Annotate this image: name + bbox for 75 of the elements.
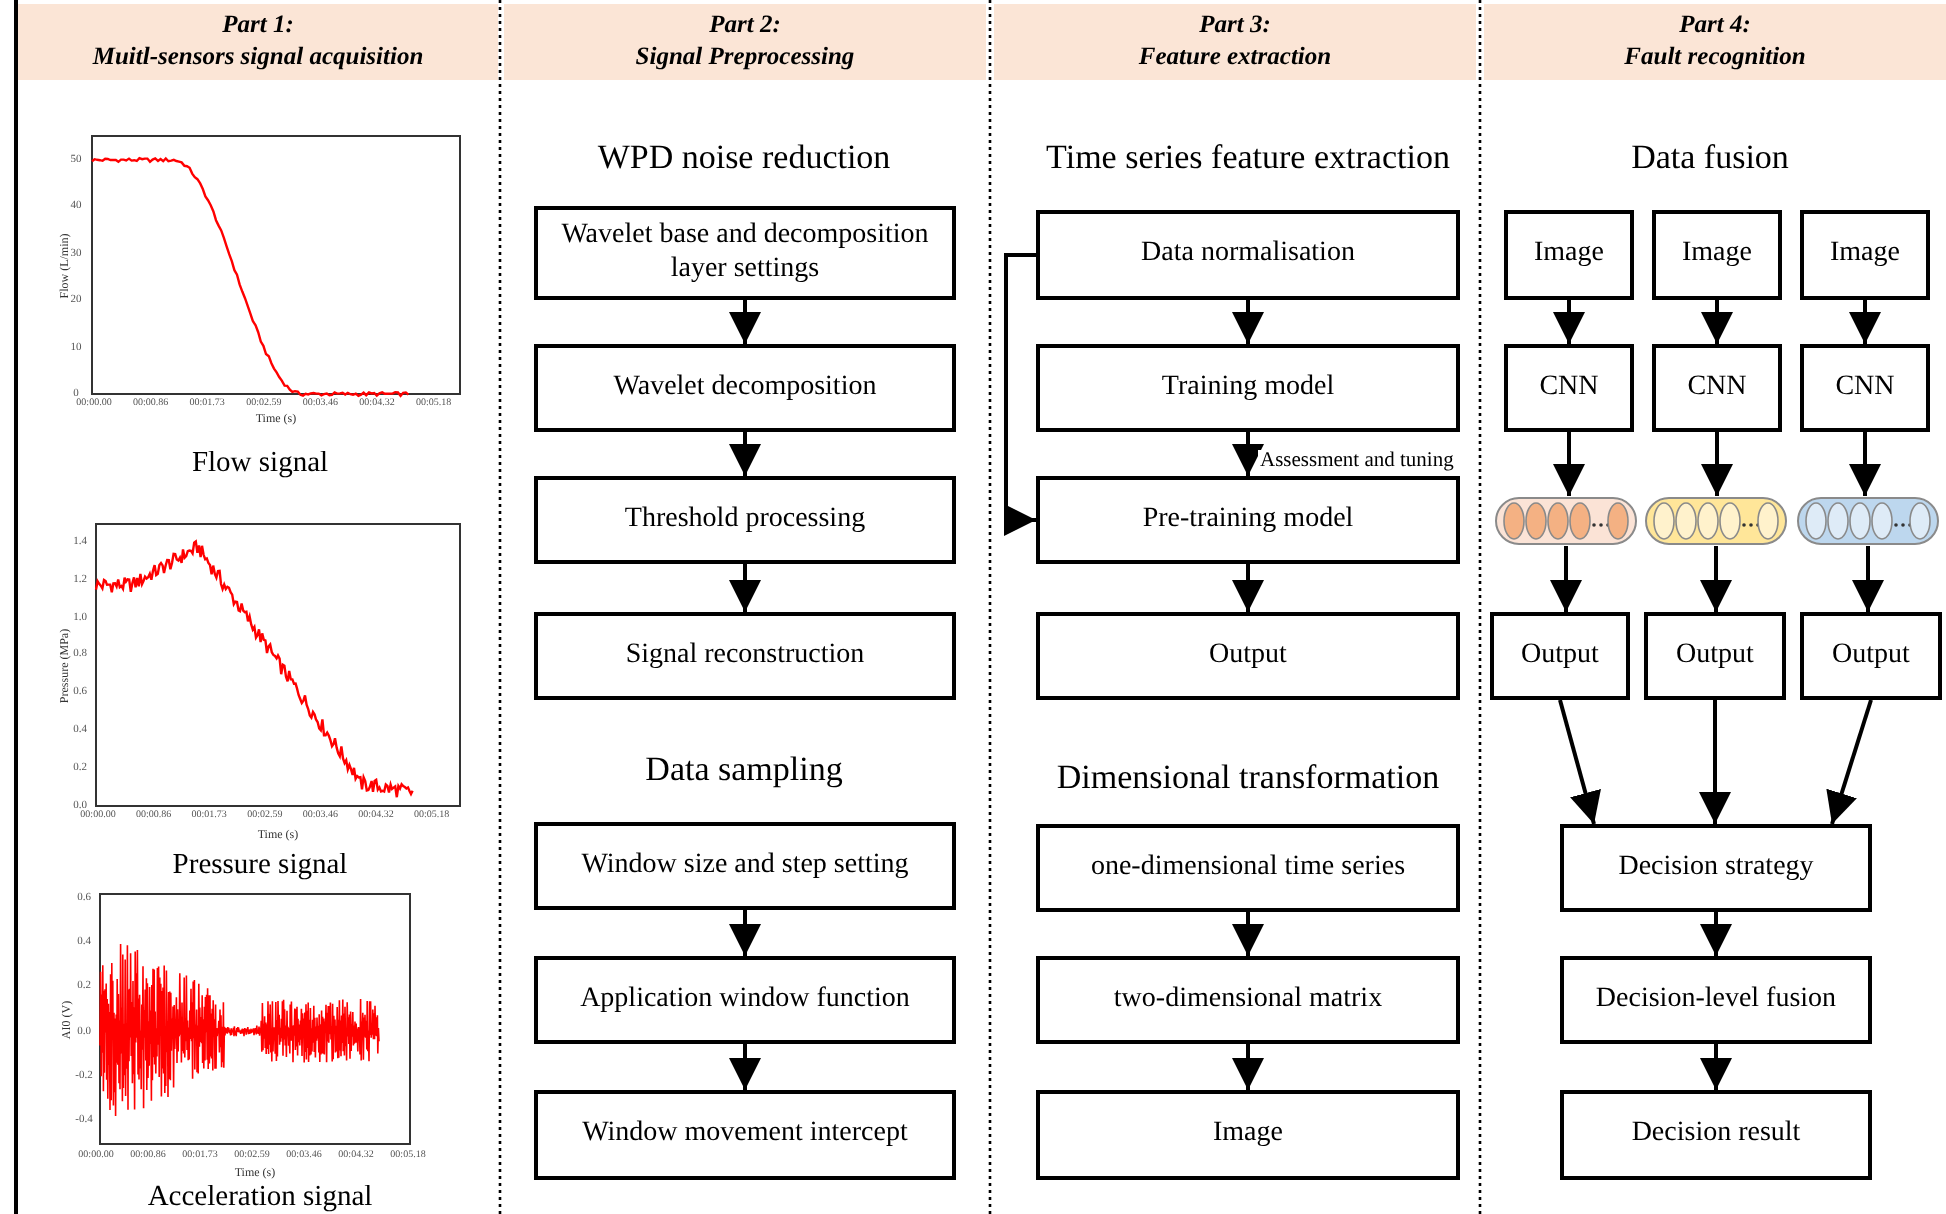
arrow [1701,432,1733,496]
arrow [1849,432,1881,496]
process-box: Threshold processing [534,476,956,564]
process-box: Data normalisation [1036,210,1460,300]
arrow [1849,300,1881,344]
process-box: Training model [1036,344,1460,432]
arrow [729,910,761,956]
arrow [1232,300,1264,344]
part-title: Feature extraction [1138,42,1332,74]
arrow [729,432,761,476]
process-box: Window size and step setting [534,822,956,910]
arrow [1004,253,1036,536]
arrow [1550,546,1582,612]
process-box: CNN [1652,344,1782,432]
process-box: Image [1652,210,1782,300]
header-band [18,4,498,80]
arrow [1700,1044,1732,1090]
section-title: Data sampling [645,750,843,790]
part-number: Part 3: [1199,10,1271,42]
edge-label: Assessment and tuning [1258,450,1456,472]
neuron-layer-icon [1796,496,1940,546]
process-box: Output [1800,612,1942,700]
process-box: CNN [1800,344,1930,432]
neuron-layer-icon [1644,496,1788,546]
arrow [1232,912,1264,956]
chart-caption: Flow signal [191,447,329,481]
neuron-layer-icon [1494,496,1638,546]
arrow [1852,546,1884,612]
arrow [729,300,761,344]
arrow [1232,564,1264,612]
part-title: Muitl-sensors signal acquisition [92,42,424,74]
process-box: Application window function [534,956,956,1044]
arrow [1700,912,1732,956]
process-box: Decision-level fusion [1560,956,1872,1044]
process-box: Image [1800,210,1930,300]
section-title: Time series feature extraction [1046,138,1450,178]
process-box: Wavelet decomposition [534,344,956,432]
process-box: Output [1490,612,1630,700]
part-number: Part 1: [222,10,294,42]
arrow [1700,546,1732,612]
process-box: Wavelet base and decomposition layer settings [534,206,956,300]
arrow [1553,300,1585,344]
arrow [1553,432,1585,496]
chart-caption: Pressure signal [172,849,348,883]
process-box: Decision strategy [1560,824,1872,912]
arrow [1699,700,1731,824]
process-box: two-dimensional matrix [1036,956,1460,1044]
process-box: Signal reconstruction [534,612,956,700]
section-title: Data fusion [1631,138,1789,178]
process-box: one-dimensional time series [1036,824,1460,912]
arrow [1701,300,1733,344]
chart-caption: Acceleration signal [147,1181,373,1214]
arrow [1558,699,1601,825]
process-box: Decision result [1560,1090,1872,1180]
part-title: Signal Preprocessing [635,42,855,74]
header-band [994,4,1476,80]
header-band [504,4,986,80]
section-title: WPD noise reduction [597,138,891,178]
part-title: Fault recognition [1624,42,1806,74]
process-box: CNN [1504,344,1634,432]
part-number: Part 2: [709,10,781,42]
process-box: Image [1504,210,1634,300]
process-box: Window movement intercept [534,1090,956,1180]
arrow [1232,1044,1264,1090]
arrow [729,1044,761,1090]
section-title: Dimensional transformation [1056,758,1440,798]
arrow [1826,699,1873,825]
process-box: Image [1036,1090,1460,1180]
arrow [729,564,761,612]
process-box: Pre-training model [1036,476,1460,564]
header-band [1484,4,1946,80]
arrow [1232,432,1264,476]
process-box: Output [1644,612,1786,700]
part-number: Part 4: [1679,10,1751,42]
process-box: Output [1036,612,1460,700]
